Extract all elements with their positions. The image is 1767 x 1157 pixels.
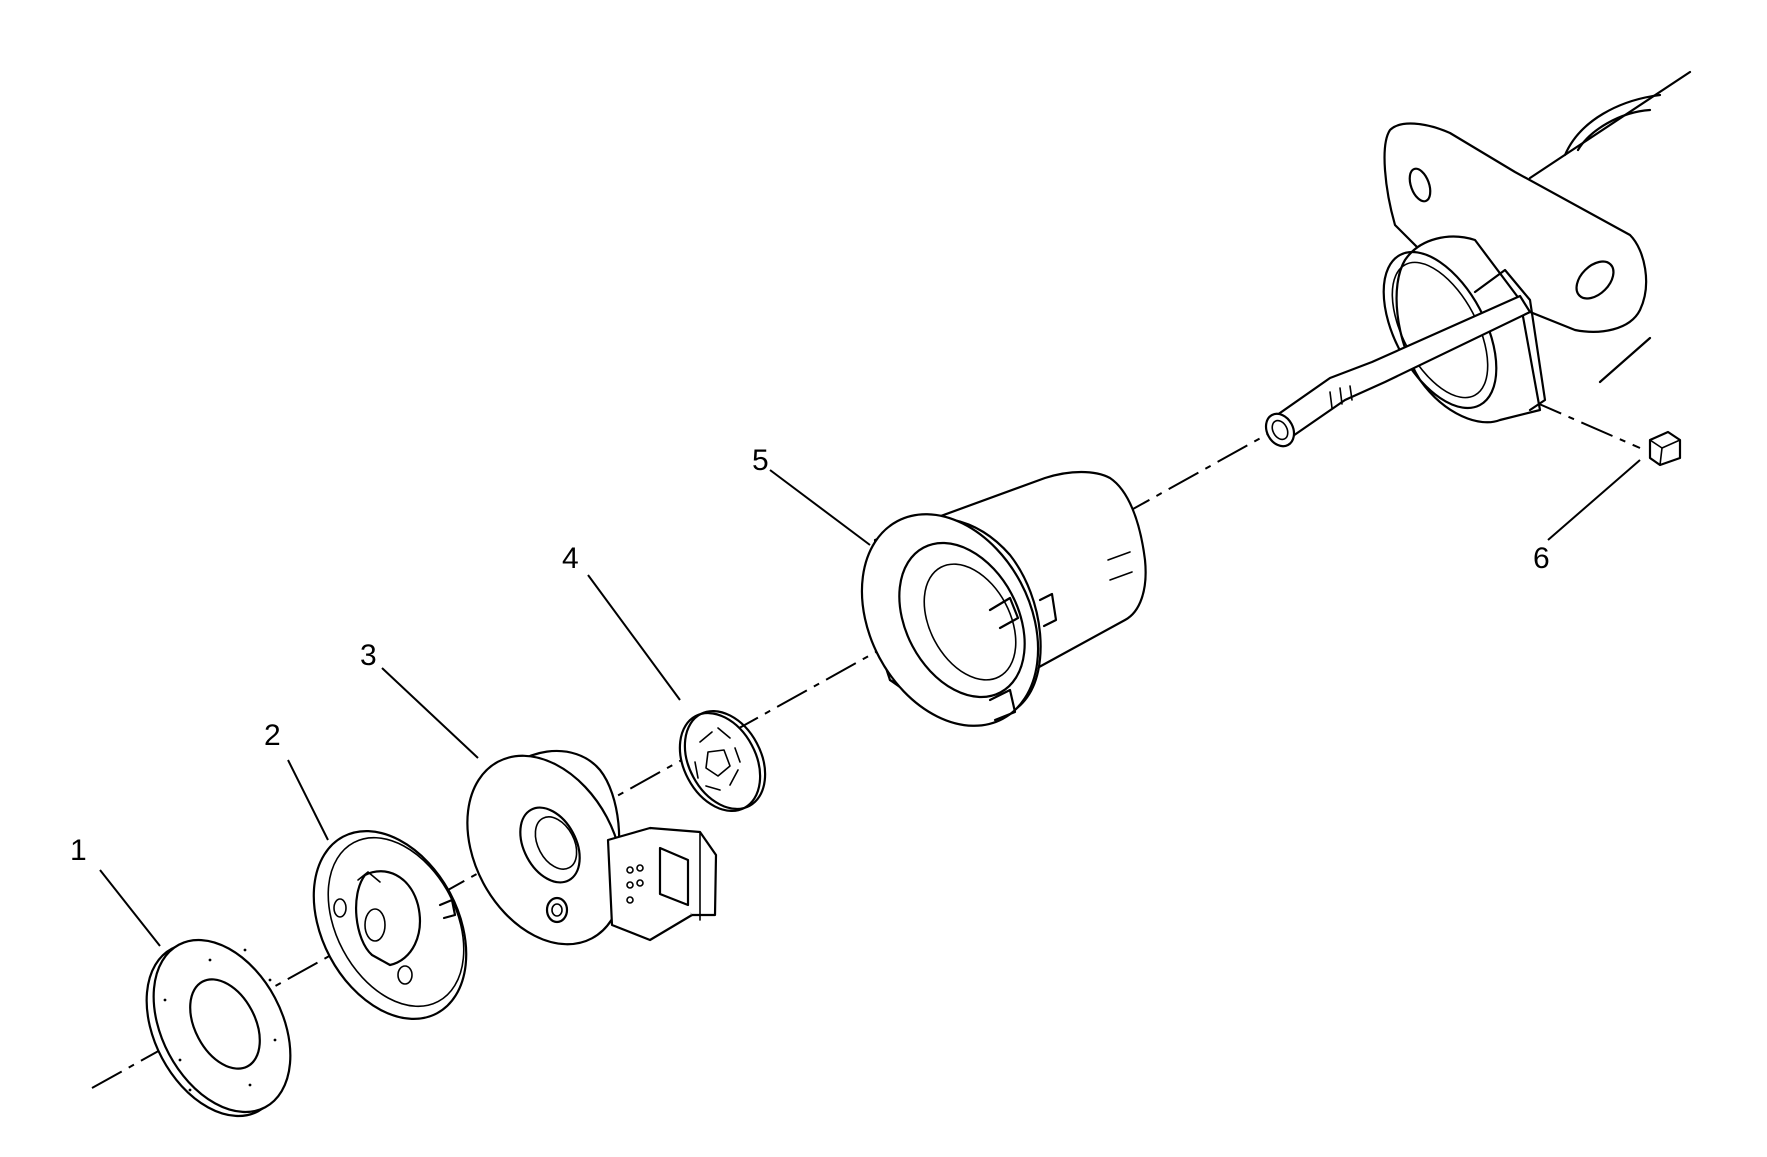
callout-2: 2: [264, 719, 281, 752]
callout-leaders: [99, 459, 1641, 947]
callout-6: 6: [1533, 542, 1550, 575]
callout-3: 3: [360, 639, 377, 672]
centre-axis: [91, 399, 1641, 1089]
part-6-retainer-clip: [1648, 430, 1682, 467]
part-5-housing: [860, 470, 1147, 727]
part-4-lock-washer: [678, 709, 767, 813]
leader-6: [1547, 459, 1641, 541]
part-3-angle-sensor: [466, 749, 718, 946]
callout-1: 1: [70, 834, 87, 867]
part-2-retaining-plate: [312, 830, 468, 1020]
callout-4: 4: [562, 542, 579, 575]
leader-2: [287, 759, 329, 841]
leader-1: [99, 869, 161, 947]
leader-3: [381, 667, 479, 759]
leader-5: [769, 469, 871, 546]
callout-labels: 1 2 3 4 5 6: [70, 444, 1550, 867]
leader-4: [587, 574, 681, 701]
steering-column: [1264, 70, 1692, 448]
part-1-ring: [145, 938, 292, 1118]
callout-5: 5: [752, 444, 769, 477]
